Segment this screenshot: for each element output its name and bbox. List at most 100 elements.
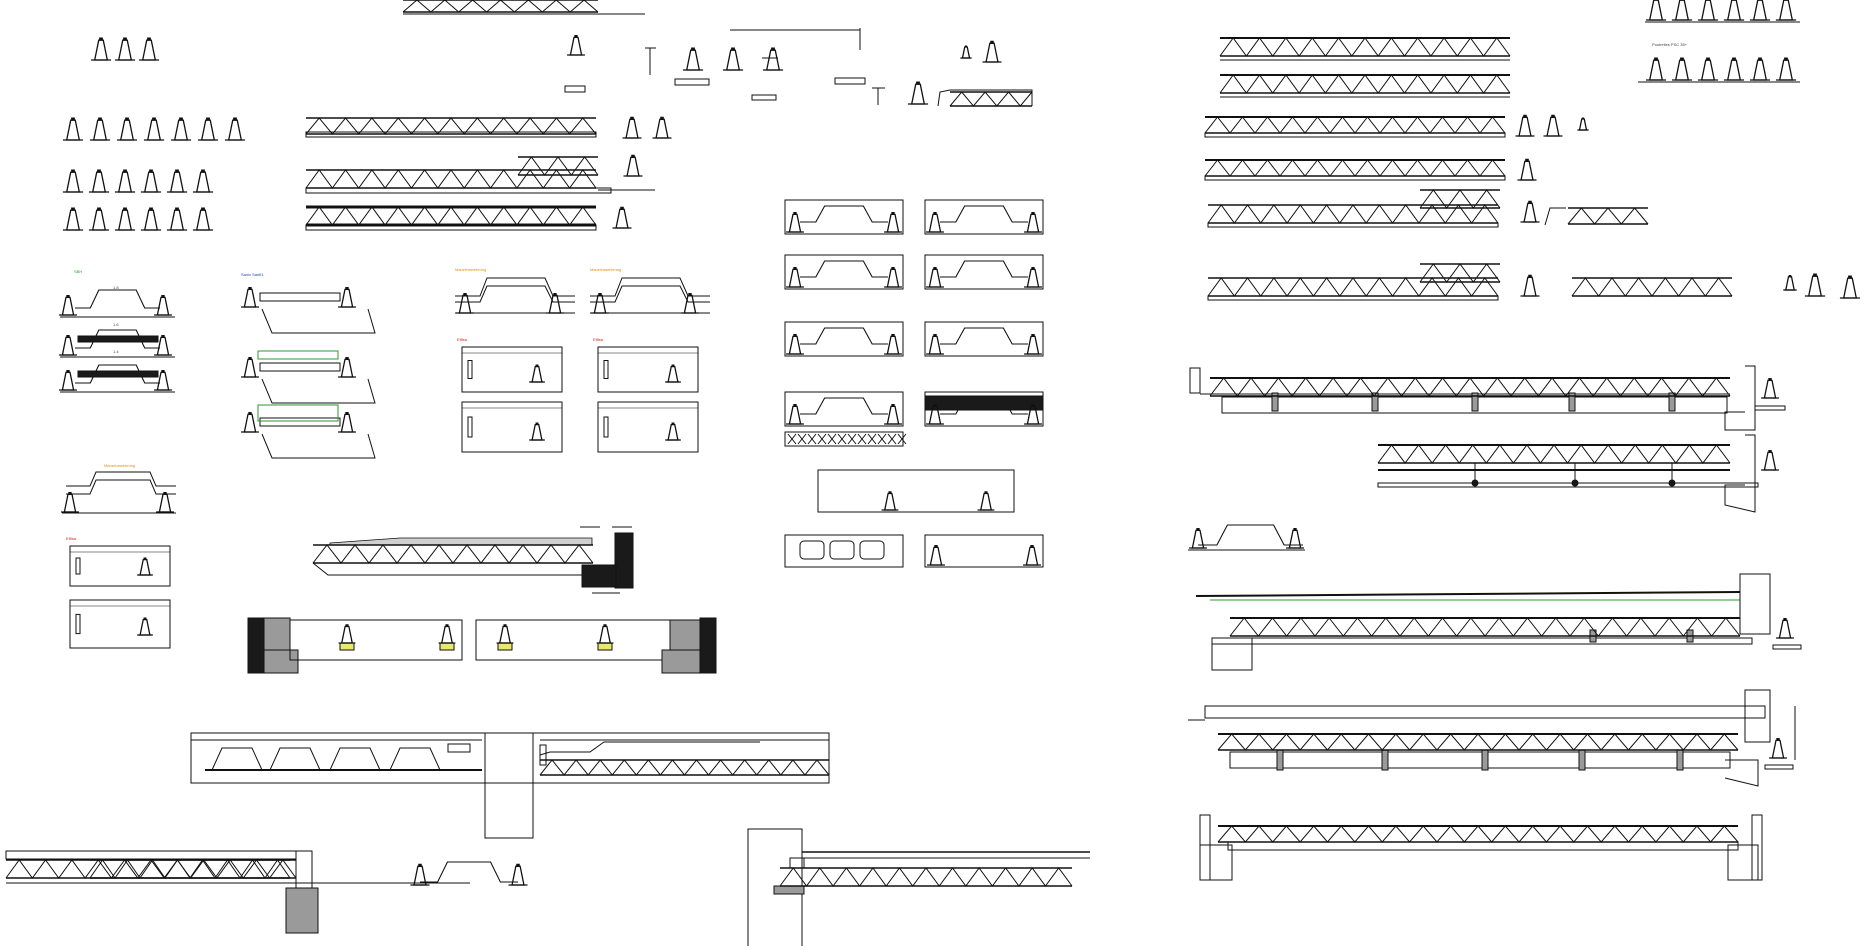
cone-group-a — [114, 37, 136, 61]
sbh-detail-2-bar — [77, 335, 159, 343]
junction-slab-1 — [289, 619, 463, 661]
slab-f1-hollow-2 — [859, 540, 885, 560]
rb1-wall-r — [1724, 365, 1756, 431]
rb4-prop-2 — [1481, 749, 1489, 771]
cone-top — [535, 364, 539, 367]
truss-diagonals — [1571, 277, 1733, 297]
cone-body — [91, 209, 107, 231]
slab-d2-cone-l — [926, 404, 944, 425]
cone-row-3 — [166, 207, 188, 231]
truss-rb5 — [1217, 825, 1739, 843]
cone-top — [97, 169, 101, 173]
cone-top — [463, 293, 467, 296]
fitting-plate — [564, 85, 586, 93]
cone-body — [117, 209, 133, 231]
cone-top — [1581, 117, 1585, 119]
truss-diagonals — [539, 759, 830, 776]
cone-top — [535, 422, 539, 425]
slab-d2-band — [924, 395, 1044, 411]
rb3-slab — [1211, 637, 1753, 645]
cone-top — [201, 169, 205, 173]
cone-body — [928, 335, 942, 355]
cone-body — [626, 156, 640, 177]
cone-row-3 — [140, 207, 162, 231]
cone-pair-1 — [622, 116, 642, 139]
block-slot — [75, 613, 81, 635]
cone-body — [1842, 277, 1858, 299]
fitting-plate-4 — [751, 94, 777, 101]
heavy-base — [581, 564, 617, 588]
label-mauerbewehrung-2: Mauerbewehrung — [590, 267, 621, 272]
cone-body — [92, 119, 108, 141]
cone-body — [1648, 59, 1664, 81]
cone-top — [1654, 57, 1658, 61]
cone-body — [1807, 275, 1823, 297]
sbh-detail-1-hat — [75, 289, 160, 309]
cone-top — [248, 287, 252, 290]
label-poutrelles: Poutrelles PSC 35+ — [1652, 42, 1688, 47]
wall-detail-2-cone-l — [591, 293, 609, 314]
cone-top — [793, 404, 797, 407]
sbh-detail-3-bar — [77, 370, 159, 378]
cone-beam-2 — [623, 154, 643, 177]
cone-r6-far-3 — [1839, 275, 1861, 299]
cone-top — [123, 169, 127, 173]
cone-top — [201, 207, 205, 211]
cone-group-a — [138, 37, 160, 61]
cone-body — [139, 558, 151, 576]
truss-rb1 — [1209, 377, 1731, 397]
slab-a2-cone-l — [926, 212, 944, 233]
truss-diagonals — [305, 206, 597, 226]
cone-top — [1732, 57, 1736, 61]
cone-top — [1768, 450, 1772, 453]
cone-body — [440, 625, 454, 644]
cone-top — [66, 370, 70, 373]
rail-detail-2-slope — [261, 378, 376, 404]
truss-diagonals — [1217, 733, 1739, 751]
truss-diagonals — [305, 169, 597, 189]
rail-detail-3-frame — [257, 404, 339, 422]
truss-diagonals — [1219, 37, 1511, 57]
cone-top — [1030, 545, 1034, 548]
slab-b1-profile — [800, 260, 888, 278]
junction-block-l — [263, 617, 291, 651]
cone-top — [1706, 57, 1710, 61]
cone-top — [345, 412, 349, 415]
sbh-detail-2-cone-l — [59, 335, 77, 356]
cone-top — [71, 117, 75, 121]
cone-top — [891, 334, 895, 337]
cone-body — [63, 493, 77, 513]
cone-body — [1026, 213, 1040, 233]
cone-body — [65, 209, 81, 231]
cone-body — [1763, 379, 1777, 399]
rb5-block-l — [1199, 844, 1233, 881]
truss-diagonals — [1209, 377, 1731, 397]
cone-body — [65, 119, 81, 141]
block-outline — [461, 401, 563, 453]
cone-body — [569, 36, 583, 56]
cone-top — [691, 47, 695, 51]
cone-row-2 — [114, 169, 136, 193]
cone-top — [503, 624, 507, 627]
rail-detail-2-cone-l — [241, 357, 259, 378]
slab-a1-cone-r — [884, 212, 902, 233]
cone-body — [139, 618, 151, 636]
cone-top — [233, 117, 237, 121]
cone-top — [1680, 57, 1684, 61]
cone-body — [91, 171, 107, 193]
cone-top — [671, 364, 675, 367]
slab-b2-frame — [924, 254, 1044, 290]
cone-top — [66, 295, 70, 298]
cone-fitting-3 — [907, 81, 929, 105]
wall-detail-1-cone-l — [456, 293, 474, 314]
cone-body — [340, 625, 354, 644]
cone-r6-far-1 — [1783, 275, 1797, 291]
cone-top — [418, 863, 422, 867]
effisa-block-5 — [69, 545, 171, 587]
cone-top — [1758, 57, 1762, 61]
wall-detail-1-profile-2 — [455, 285, 575, 303]
cone-row-1 — [62, 117, 84, 141]
cone-top — [598, 293, 602, 296]
cone-body — [928, 213, 942, 233]
slab-b2-cone-l — [926, 267, 944, 288]
